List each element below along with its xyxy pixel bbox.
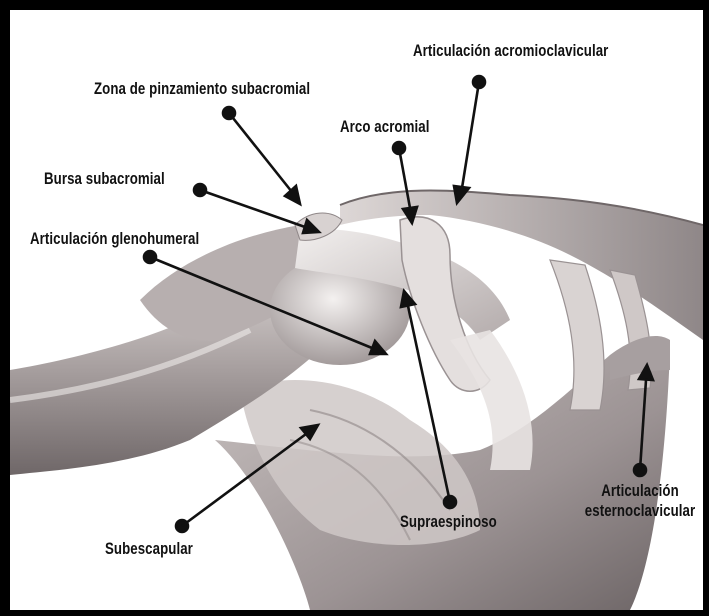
label-subescapular: Subescapular xyxy=(105,540,193,557)
label-supraespinoso: Supraespinoso xyxy=(400,513,497,530)
label-arco-acromial: Arco acromial xyxy=(340,118,429,135)
shoulder-illustration xyxy=(10,10,703,610)
anatomy-figure: Articulación acromioclavicular Zona de p… xyxy=(10,10,703,610)
label-bursa-subacromial: Bursa subacromial xyxy=(44,170,165,187)
pointer-zona-pinzamiento xyxy=(223,107,300,204)
label-articulacion-esternoclavicular-line1: Articulación xyxy=(593,482,687,499)
pointer-acromioclavicular xyxy=(454,76,485,203)
pointer-bursa-subacromial xyxy=(194,184,319,233)
label-articulacion-esternoclavicular-line2: esternoclavicular xyxy=(582,502,697,519)
label-articulacion-acromioclavicular: Articulación acromioclavicular xyxy=(413,42,608,59)
label-articulacion-glenohumeral: Articulación glenohumeral xyxy=(30,230,199,247)
label-zona-pinzamiento: Zona de pinzamiento subacromial xyxy=(94,80,310,97)
